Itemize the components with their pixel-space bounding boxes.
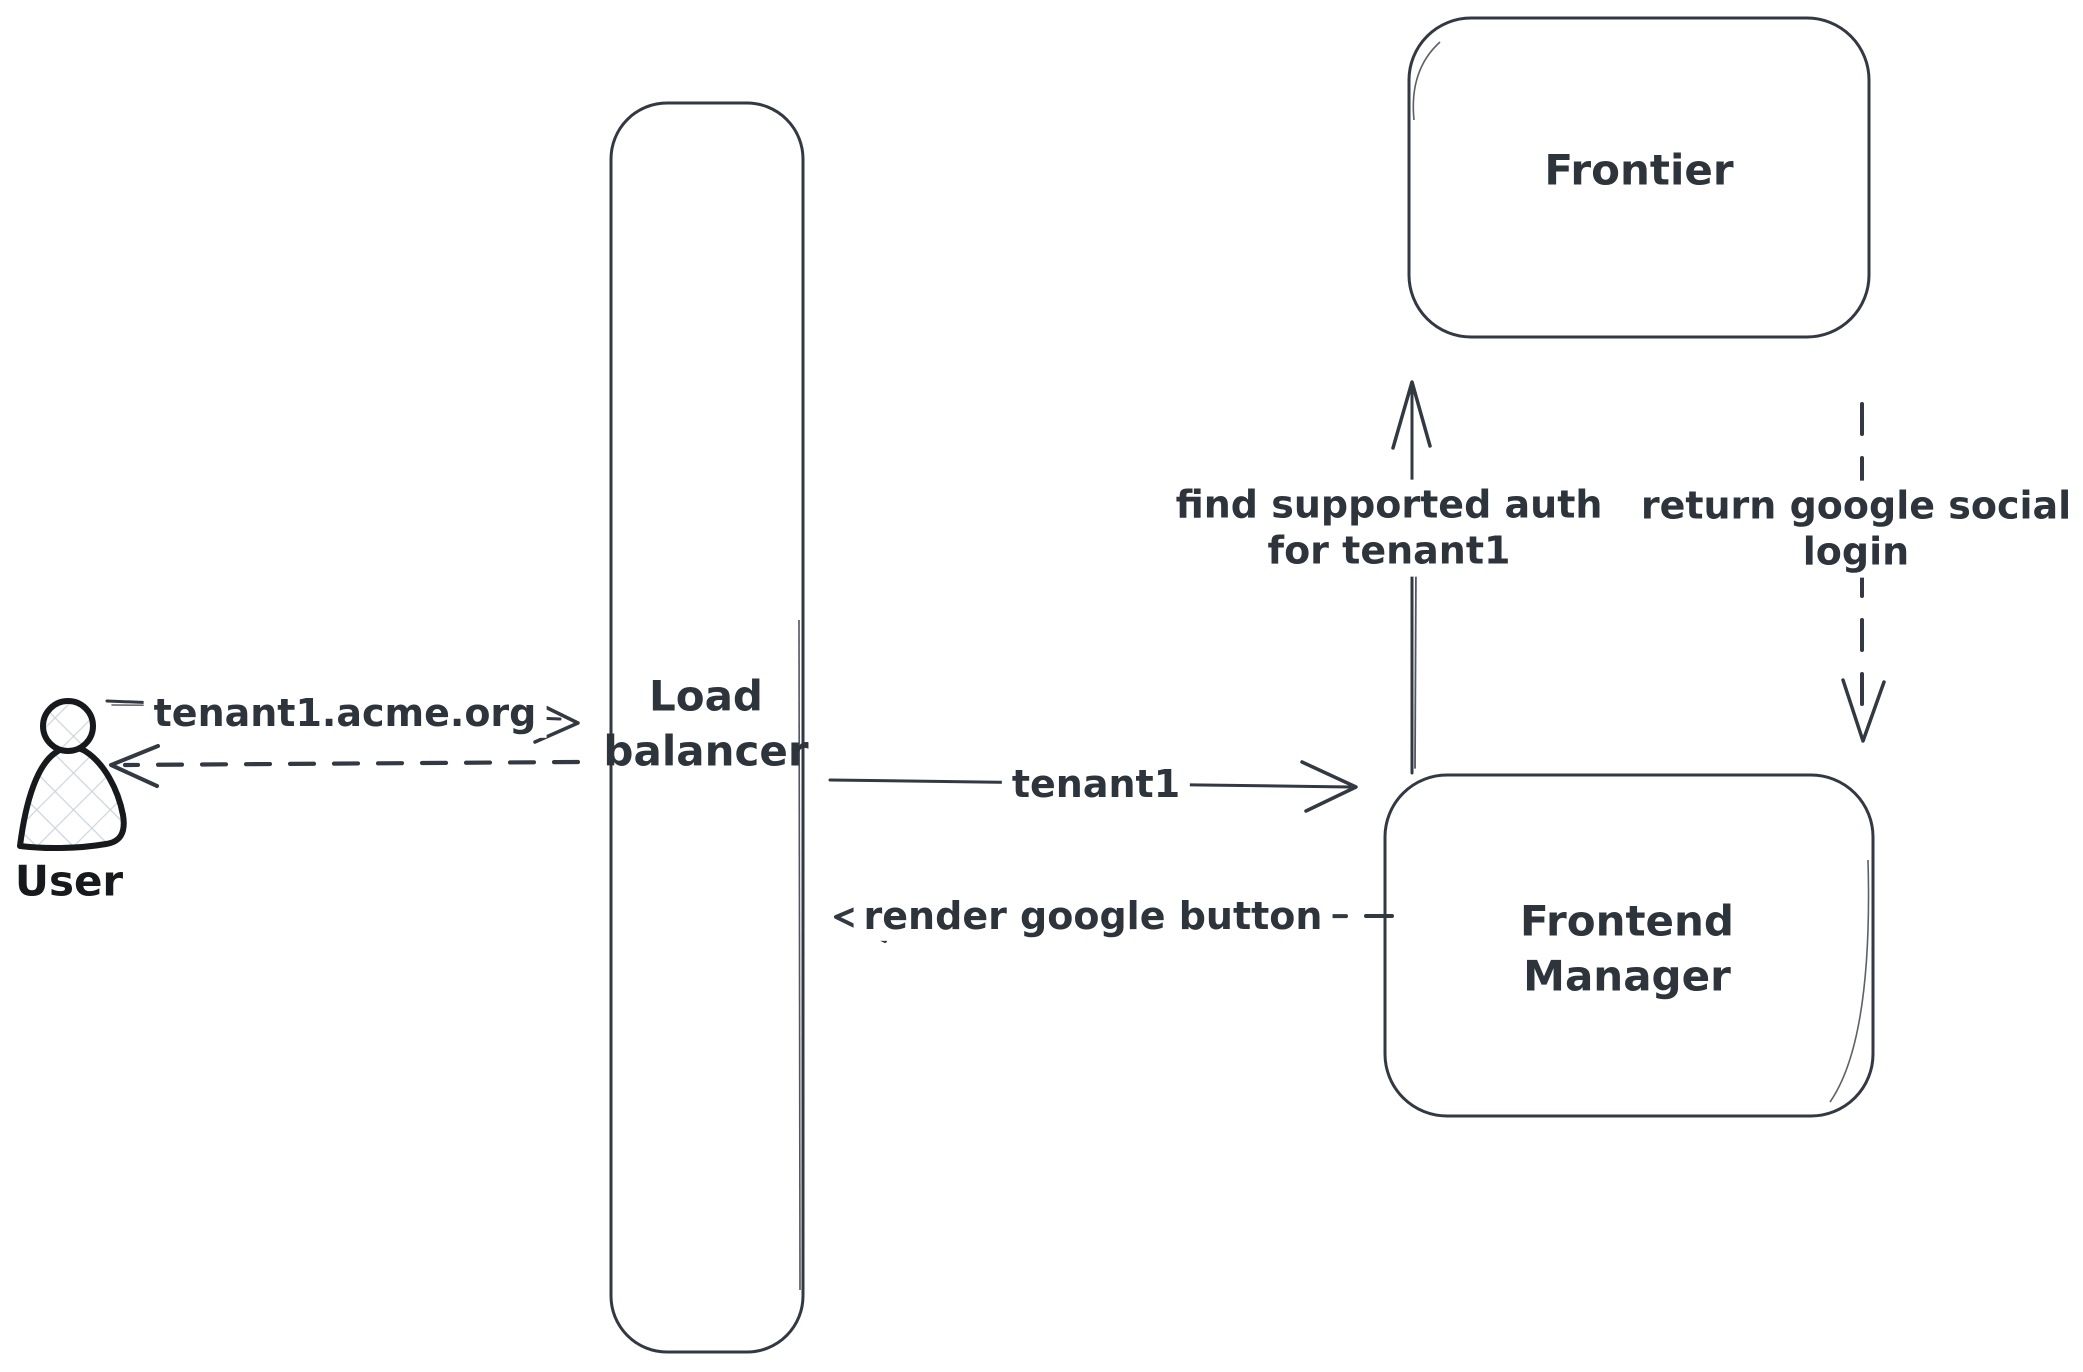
edge-label-text: render google button xyxy=(863,893,1323,938)
edge-label-frontier-to-frontend-manager: return google social login xyxy=(1630,480,2082,578)
user-icon xyxy=(17,698,127,852)
load-balancer-label-line2: balancer xyxy=(603,727,809,776)
frontend-manager-label: Frontend Manager xyxy=(1520,894,1734,1005)
frontend-manager-label-line1: Frontend xyxy=(1520,896,1734,946)
edge-label-text: tenant1 xyxy=(1011,761,1181,806)
arrow-frontend-manager-to-frontier xyxy=(1391,380,1432,775)
arrowhead-down xyxy=(1841,678,1886,743)
load-balancer-label: Load balancer xyxy=(603,669,808,780)
edge-label-line1: find supported auth xyxy=(1175,482,1603,527)
edge-label-text: tenant1.acme.org xyxy=(153,690,537,735)
frontier-label: Frontier xyxy=(1544,142,1733,197)
edge-label-load-balancer-to-frontend-manager: tenant1 xyxy=(1001,758,1191,810)
load-balancer-label-line1: Load xyxy=(648,671,764,721)
edge-label-line2: login xyxy=(1802,530,1910,574)
frontend-manager-node xyxy=(1383,773,1875,1118)
arrow-load-balancer-to-user xyxy=(109,744,581,788)
edge-label-line1: return google social xyxy=(1640,483,2072,528)
user-label-text: User xyxy=(14,856,124,906)
arrowhead-up xyxy=(1391,380,1432,450)
edge-label-frontend-manager-to-frontier: find supported auth for tenant1 xyxy=(1165,479,1613,577)
user-label: User xyxy=(15,857,123,906)
arrowhead-left xyxy=(109,744,160,788)
frontend-manager-node-sketch-stroke xyxy=(1829,859,1870,1103)
frontier-label-text: Frontier xyxy=(1544,145,1734,195)
frontier-node-sketch-stroke xyxy=(1412,41,1441,121)
edge-label-user-to-load-balancer: tenant1.acme.org xyxy=(143,687,547,739)
arrowhead-right xyxy=(1300,760,1358,813)
edge-label-line2: for tenant1 xyxy=(1267,529,1511,573)
edge-label-frontend-manager-to-load-balancer: render google button xyxy=(853,890,1333,942)
frontier-node xyxy=(1407,16,1871,339)
load-balancer-node-sketch-stroke xyxy=(798,619,801,1291)
arrowhead-right xyxy=(529,698,580,744)
load-balancer-node xyxy=(609,101,805,1354)
frontend-manager-label-line2: Manager xyxy=(1523,952,1731,1001)
